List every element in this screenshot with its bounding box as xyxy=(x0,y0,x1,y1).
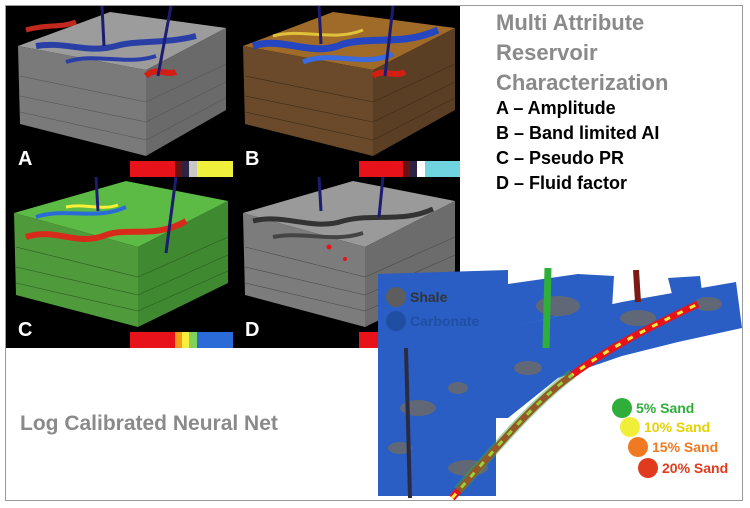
panel-b: B xyxy=(233,6,460,177)
lithology-item-carbonate: Carbonate xyxy=(386,311,479,331)
lithology-item-shale: Shale xyxy=(386,287,447,307)
colorbar-segment xyxy=(395,161,403,177)
neural-net-label: Log Calibrated Neural Net xyxy=(20,412,278,435)
colorbar-segment xyxy=(402,161,410,177)
sand-swatch-icon xyxy=(638,458,658,478)
colorbar-segment xyxy=(359,161,396,177)
panel-a: A xyxy=(6,6,233,177)
colorbar-segment xyxy=(359,332,374,348)
attribute-panel-grid: A B xyxy=(6,6,460,348)
sand-label: 10% Sand xyxy=(644,419,711,435)
sand-label: 20% Sand xyxy=(662,460,729,476)
attribute-item: D – Fluid factor xyxy=(496,173,628,193)
panel-c-cube xyxy=(14,177,229,327)
attribute-item: B – Band limited AI xyxy=(496,123,660,143)
sand-item: 20% Sand xyxy=(638,458,728,478)
colorbar-segment xyxy=(196,161,233,177)
panel-b-letter: B xyxy=(245,148,260,170)
sand-label: 15% Sand xyxy=(652,439,719,455)
sand-item: 5% Sand xyxy=(612,398,694,418)
attribute-item: A – Amplitude xyxy=(496,98,616,118)
colorbar-segment xyxy=(167,161,175,177)
neural-net-map xyxy=(378,268,742,501)
lithology-label: Shale xyxy=(410,289,448,305)
panel-d-letter: D xyxy=(245,319,260,341)
shale-swatch-icon xyxy=(386,287,406,307)
colorbar-segment xyxy=(424,161,460,177)
panel-c: C xyxy=(6,177,233,348)
sand-swatch-icon xyxy=(620,417,640,437)
sand-swatch-icon xyxy=(612,398,632,418)
panel-d-cube xyxy=(243,177,456,327)
colorbar-segment xyxy=(417,161,425,177)
attribute-list: A – Amplitude B – Band limited AI C – Ps… xyxy=(496,96,741,196)
sand-item: 10% Sand xyxy=(620,417,710,437)
panel-a-colorbar xyxy=(130,161,233,177)
colorbar-segment xyxy=(181,161,190,177)
panel-a-letter: A xyxy=(18,148,33,170)
sand-swatch-icon xyxy=(628,437,648,457)
colorbar-segment xyxy=(189,332,197,348)
colorbar-segment xyxy=(130,161,168,177)
panel-a-cube xyxy=(18,6,227,156)
figure-title: Multi Attribute Reservoir Characterizati… xyxy=(496,10,669,95)
colorbar-segment xyxy=(409,161,418,177)
colorbar-segment xyxy=(189,161,197,177)
panel-b-cube xyxy=(243,6,456,156)
figure-frame xyxy=(5,5,743,501)
panel-c-letter: C xyxy=(18,319,33,341)
lithology-label: Carbonate xyxy=(410,313,480,329)
sand-label: 5% Sand xyxy=(636,400,695,416)
carbonate-swatch-icon xyxy=(386,311,406,331)
colorbar-segment xyxy=(130,332,168,348)
panel-c-colorbar xyxy=(130,332,233,348)
sand-item: 15% Sand xyxy=(628,437,718,457)
colorbar-segment xyxy=(181,332,190,348)
panel-b-colorbar xyxy=(359,161,460,177)
colorbar-segment xyxy=(167,332,175,348)
colorbar-segment xyxy=(174,161,182,177)
attribute-item: C – Pseudo PR xyxy=(496,148,625,168)
colorbar-segment xyxy=(174,332,182,348)
colorbar-segment xyxy=(196,332,233,348)
